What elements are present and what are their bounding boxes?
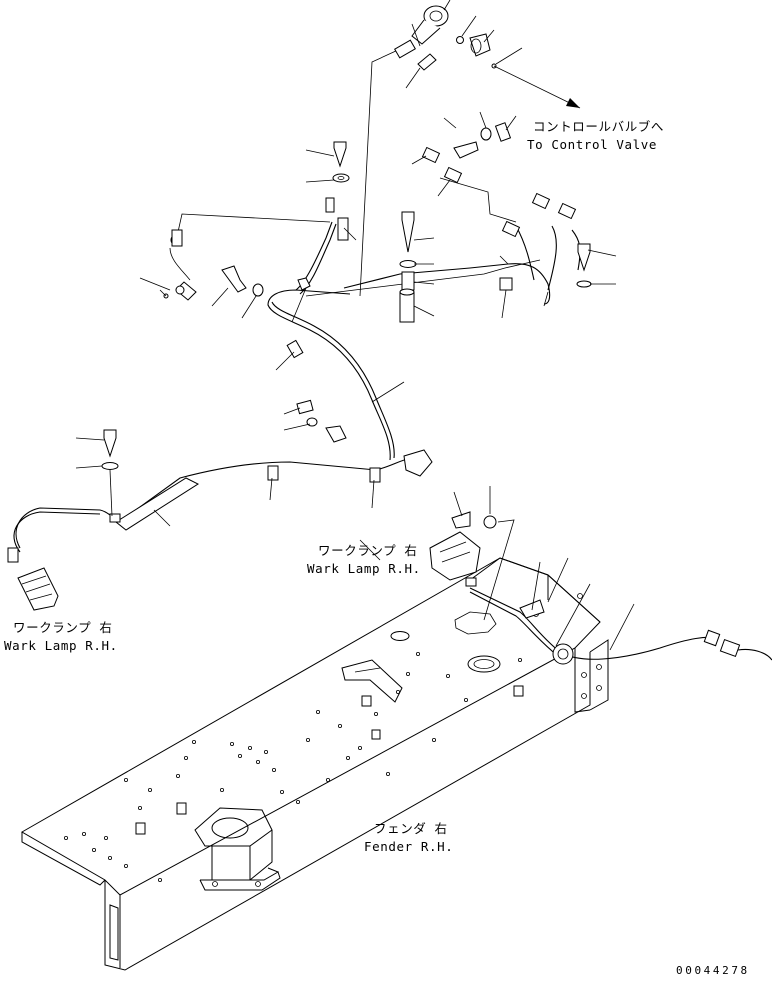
work-lamp-center-label-en: Wark Lamp R.H. xyxy=(307,561,421,576)
work-lamp-left-label-en: Wark Lamp R.H. xyxy=(4,638,118,653)
fender-label-en: Fender R.H. xyxy=(364,839,454,854)
hardware xyxy=(7,5,741,665)
control-valve-label-en: To Control Valve xyxy=(527,137,658,152)
fender-label-jp: フェンダ 右 xyxy=(374,821,448,836)
work-lamp-center-label-jp: ワークランプ 右 xyxy=(318,543,418,558)
leader-lines xyxy=(75,0,635,651)
wiring-harness xyxy=(13,49,772,661)
control-valve-label-jp: コントロールバルブへ xyxy=(533,119,665,134)
work-lamp-left-label-jp: ワークランプ 右 xyxy=(13,620,113,635)
document-number: 00044278 xyxy=(676,964,750,977)
